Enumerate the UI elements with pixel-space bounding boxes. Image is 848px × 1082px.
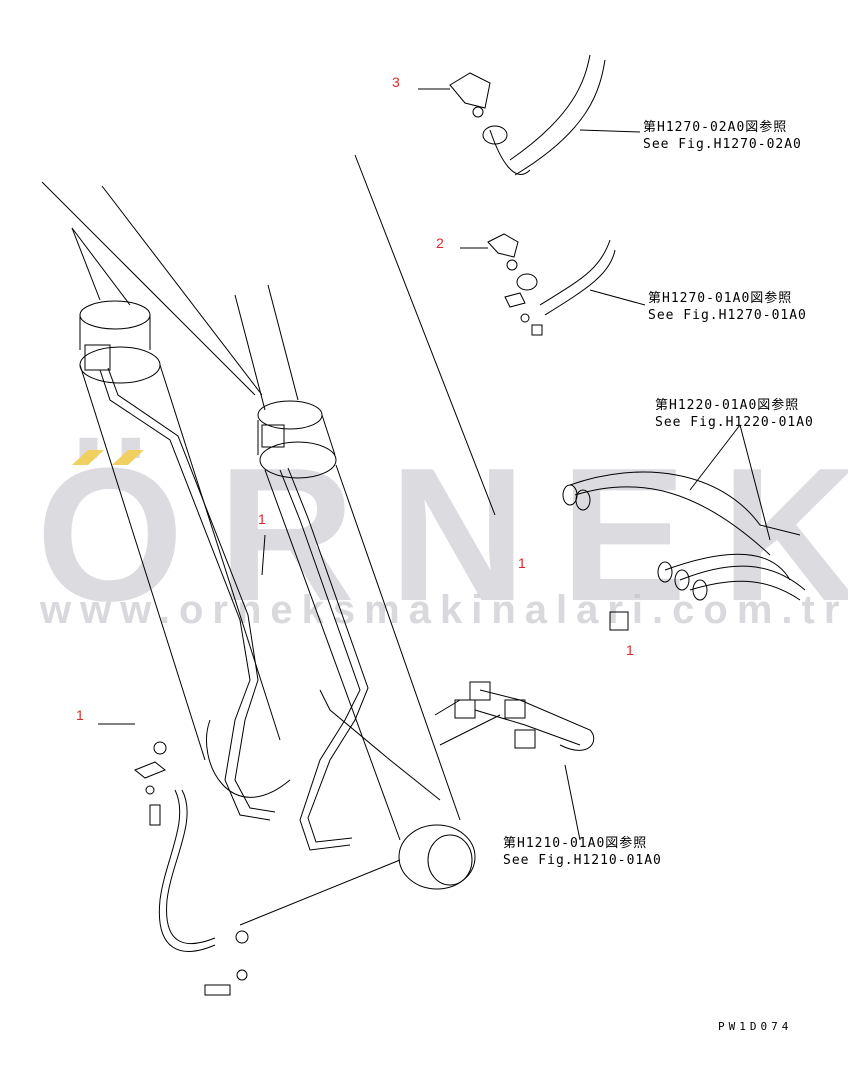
- reference-en: See Fig.H1270-01A0: [648, 308, 807, 323]
- callout-1: 1: [518, 555, 526, 571]
- reference-en: See Fig.H1270-02A0: [643, 137, 802, 152]
- boom-cylinder-left: [79, 300, 281, 761]
- boom-cylinder-right: [234, 284, 476, 890]
- reference-en: See Fig.H1210-01A0: [503, 853, 662, 868]
- callout-2: 2: [436, 235, 444, 251]
- reference-jp: 第H1270-02A0図参照: [643, 120, 788, 135]
- reference-h1210-01a0: 第H1210-01A0図参照 See Fig.H1210-01A0: [503, 835, 662, 869]
- watermark-accent: [112, 450, 144, 465]
- callout-1: 1: [626, 642, 634, 658]
- reference-jp: 第H1210-01A0図参照: [503, 836, 648, 851]
- callout-3: 3: [392, 74, 400, 90]
- callout-1: 1: [76, 707, 84, 723]
- reference-en: See Fig.H1220-01A0: [655, 415, 814, 430]
- reference-h1270-02a0: 第H1270-02A0図参照 See Fig.H1270-02A0: [643, 119, 802, 153]
- reference-h1220-01a0: 第H1220-01A0図参照 See Fig.H1220-01A0: [655, 397, 814, 431]
- reference-jp: 第H1270-01A0図参照: [648, 291, 793, 306]
- reference-jp: 第H1220-01A0図参照: [655, 398, 800, 413]
- reference-h1270-01a0: 第H1270-01A0図参照 See Fig.H1270-01A0: [648, 290, 807, 324]
- hose-left: [134, 741, 401, 996]
- watermark-brand: ÖRNEK: [36, 429, 848, 641]
- drawing-code: PW1D074: [718, 1020, 793, 1033]
- callout-1: 1: [258, 511, 266, 527]
- watermark-accent: [72, 450, 104, 465]
